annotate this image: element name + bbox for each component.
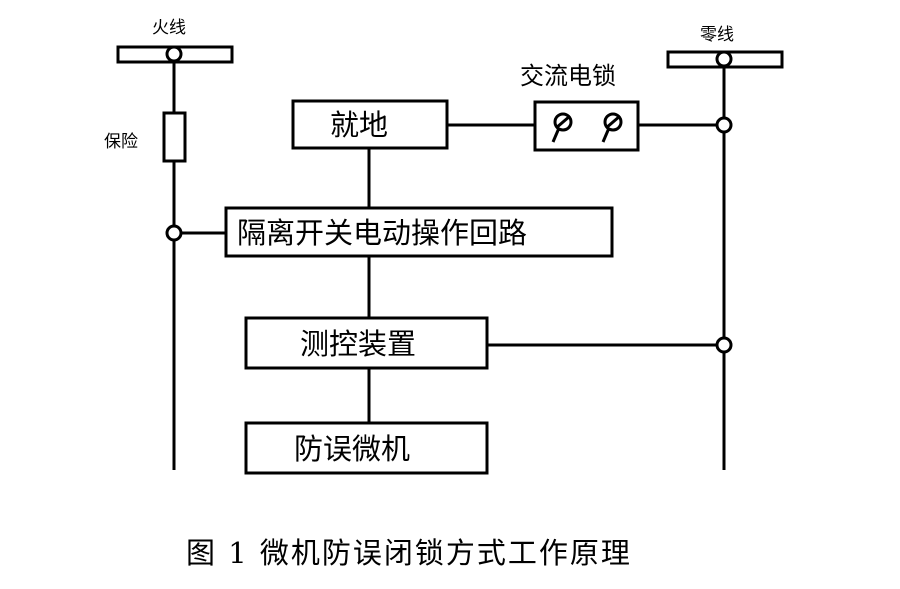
neutral-node-bottom [715,336,733,354]
local-box-label: 就地 [330,108,388,142]
isolator-circuit-box: 隔离开关电动操作回路 [224,206,614,258]
measure-control-box: 测控装置 [244,316,489,370]
figure-caption: 图 1 微机防误闭锁方式工作原理 [186,536,632,570]
live-wire-terminal [116,45,234,64]
neutral-node-top [715,116,733,134]
ac-lock-symbol [533,100,640,152]
neutral-wire-label: 零线 [700,25,734,45]
live-node [165,224,183,242]
anti-misop-pc-label: 防误微机 [294,432,410,466]
local-box: 就地 [291,99,449,150]
isolator-circuit-label: 隔离开关电动操作回路 [237,216,527,250]
measure-control-label: 测控装置 [300,327,416,361]
anti-misop-pc-box: 防误微机 [244,421,489,475]
fuse-label: 保险 [104,132,138,152]
fuse-symbol [162,111,187,163]
ac-lock-label: 交流电锁 [520,62,616,90]
live-wire-label: 火线 [152,18,186,38]
neutral-wire-terminal [666,50,784,69]
